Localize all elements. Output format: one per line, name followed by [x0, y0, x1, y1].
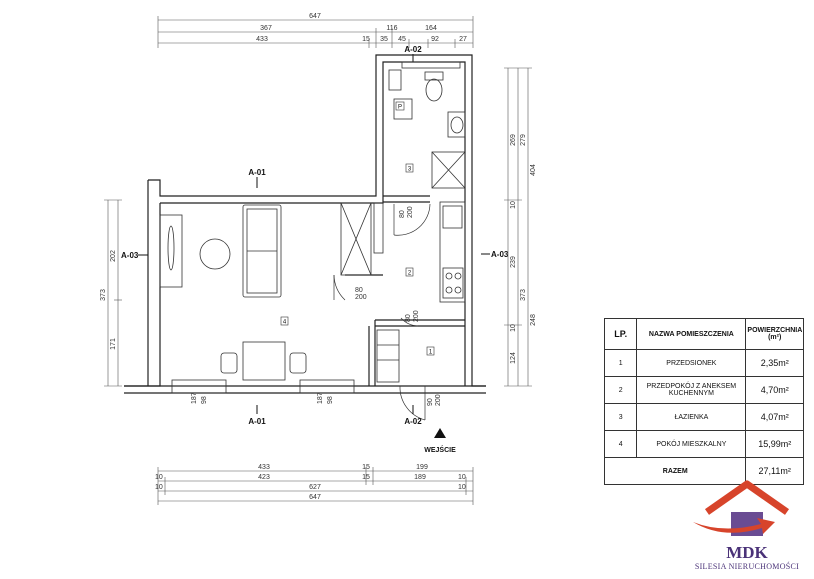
dim-right-mid-4: 373 — [520, 289, 527, 301]
logo-subtitle: SILESIA NIERUCHOMOŚCI — [694, 562, 800, 571]
section-a02-top: A-02 — [404, 45, 422, 54]
section-a03-right: A-03 — [491, 250, 509, 259]
table-row: 2 PRZEDPOKÓJ Z ANEKSEM KUCHENNYM 4,70m² — [603, 376, 804, 404]
dim-top-mid-1: 367 — [260, 25, 272, 32]
dim-bottom-r2-1: 10 — [155, 474, 163, 481]
dim-bottom-r3-2: 627 — [309, 484, 321, 491]
header-name: NAZWA POMIESZCZENIA — [636, 318, 747, 350]
dim-top-detail-1: 433 — [256, 36, 268, 43]
right-dimensions — [504, 67, 532, 387]
door-hall-height: 200 — [413, 310, 420, 322]
dim-top-mid-2: 116 — [386, 25, 397, 32]
row-lp: 3 — [603, 403, 638, 431]
total-label: RAZEM — [603, 457, 747, 485]
table-header-row: LP. NAZWA POMIESZCZENIA POWIERZCHNIA (m²… — [603, 318, 804, 350]
opening-labels: 80 200 80 200 80 200 90 200 187 98 187 9… — [191, 206, 442, 406]
dim-bottom-r2-4: 189 — [414, 474, 426, 481]
row-area: 4,07m² — [745, 403, 804, 431]
dim-bottom-r3-3: 10 — [458, 484, 466, 491]
dim-right-inner-2: 124 — [510, 352, 517, 364]
room-marker-4: 4 — [283, 320, 287, 326]
window-right-width: 187 — [317, 392, 324, 404]
door-room-width: 80 — [355, 287, 363, 294]
dim-right-inner-1: 269 — [510, 134, 517, 146]
dim-bottom-r3-1: 10 — [155, 484, 163, 491]
dim-right-mid-2: 10 — [510, 201, 517, 209]
dim-bottom-r2-2: 423 — [258, 474, 270, 481]
room-marker-p: P — [398, 105, 402, 111]
row-area: 15,99m² — [745, 430, 804, 458]
dim-left-2: 373 — [100, 289, 107, 301]
dim-right-mid-5: 10 — [510, 324, 517, 332]
table-total-row: RAZEM 27,11m² — [603, 457, 804, 485]
dim-top-detail-4: 45 — [398, 36, 406, 43]
furniture — [167, 69, 466, 383]
walls — [124, 54, 486, 394]
door-bath-width: 80 — [399, 210, 406, 218]
row-name: PRZEDSIONEK — [636, 349, 747, 377]
table-row: 1 PRZEDSIONEK 2,35m² — [603, 349, 804, 377]
floor-plan: 647 367 116 164 433 15 35 45 92 27 A-02 … — [100, 13, 537, 505]
section-a02-bottom: A-02 — [404, 417, 422, 426]
room-markers: 4 1 2 3 P — [280, 101, 435, 356]
header-area: POWIERZCHNIA (m²) — [745, 318, 804, 350]
row-lp: 4 — [603, 430, 638, 458]
door-swings — [333, 203, 431, 421]
door-room-height: 200 — [355, 294, 367, 301]
dim-right-outer: 404 — [530, 164, 537, 176]
header-lp: LP. — [603, 318, 638, 350]
company-logo: MDK SILESIA NIERUCHOMOŚCI — [683, 478, 811, 576]
section-a01-bottom: A-01 — [248, 417, 266, 426]
row-name: ŁAZIENKA — [636, 403, 747, 431]
top-dimensions — [157, 16, 474, 48]
dim-top-detail-5: 92 — [431, 36, 439, 43]
left-dimensions — [104, 199, 122, 387]
dim-top-total: 647 — [309, 13, 321, 20]
window-left-width: 187 — [191, 392, 198, 404]
row-name: POKÓJ MIESZKALNY — [636, 430, 747, 458]
dim-top-detail-2: 15 — [362, 36, 370, 43]
dim-top-mid-3: 164 — [425, 25, 437, 32]
door-bath-height: 200 — [407, 206, 414, 218]
dim-bottom-r2-3: 15 — [362, 474, 370, 481]
row-area: 4,70m² — [745, 376, 804, 404]
door-hall-width: 80 — [405, 314, 412, 322]
dim-top-detail-3: 35 — [380, 36, 388, 43]
room-marker-1: 1 — [429, 350, 433, 356]
dim-right-mid-3: 239 — [510, 256, 517, 268]
row-name: PRZEDPOKÓJ Z ANEKSEM KUCHENNYM — [636, 376, 747, 404]
room-marker-2: 2 — [408, 271, 412, 277]
row-lp: 1 — [603, 349, 638, 377]
window-right-height: 98 — [327, 396, 334, 404]
bottom-dimensions — [157, 467, 474, 505]
house-logo-icon — [693, 480, 790, 536]
dim-bottom-total: 647 — [309, 494, 321, 501]
room-marker-3: 3 — [408, 167, 412, 173]
dim-top-detail-6: 27 — [459, 36, 467, 43]
dim-bottom-r1-1: 433 — [258, 464, 270, 471]
table-row: 4 POKÓJ MIESZKALNY 15,99m² — [603, 430, 804, 458]
window-left-height: 98 — [201, 396, 208, 404]
dim-left-1: 202 — [110, 250, 117, 262]
table-row: 3 ŁAZIENKA 4,07m² — [603, 403, 804, 431]
row-lp: 2 — [603, 376, 638, 404]
door-entry-height: 200 — [435, 394, 442, 406]
dim-left-3: 171 — [110, 338, 117, 350]
total-area: 27,11m² — [745, 457, 804, 485]
dim-right-mid-1: 279 — [520, 134, 527, 146]
section-a01-top: A-01 — [248, 168, 266, 177]
entrance-arrow-icon — [434, 428, 446, 438]
entrance-label: WEJŚCIE — [424, 445, 456, 454]
row-area: 2,35m² — [745, 349, 804, 377]
dim-bottom-r1-2: 15 — [362, 464, 370, 471]
door-entry-width: 90 — [427, 398, 434, 406]
dim-right-mid-6: 248 — [530, 314, 537, 326]
room-area-table: LP. NAZWA POMIESZCZENIA POWIERZCHNIA (m²… — [603, 318, 804, 485]
dim-bottom-r2-5: 10 — [458, 474, 466, 481]
dim-bottom-r1-3: 199 — [416, 464, 428, 471]
logo-name: MDK — [726, 543, 768, 562]
windows — [159, 61, 461, 394]
section-a03-left: A-03 — [121, 251, 139, 260]
